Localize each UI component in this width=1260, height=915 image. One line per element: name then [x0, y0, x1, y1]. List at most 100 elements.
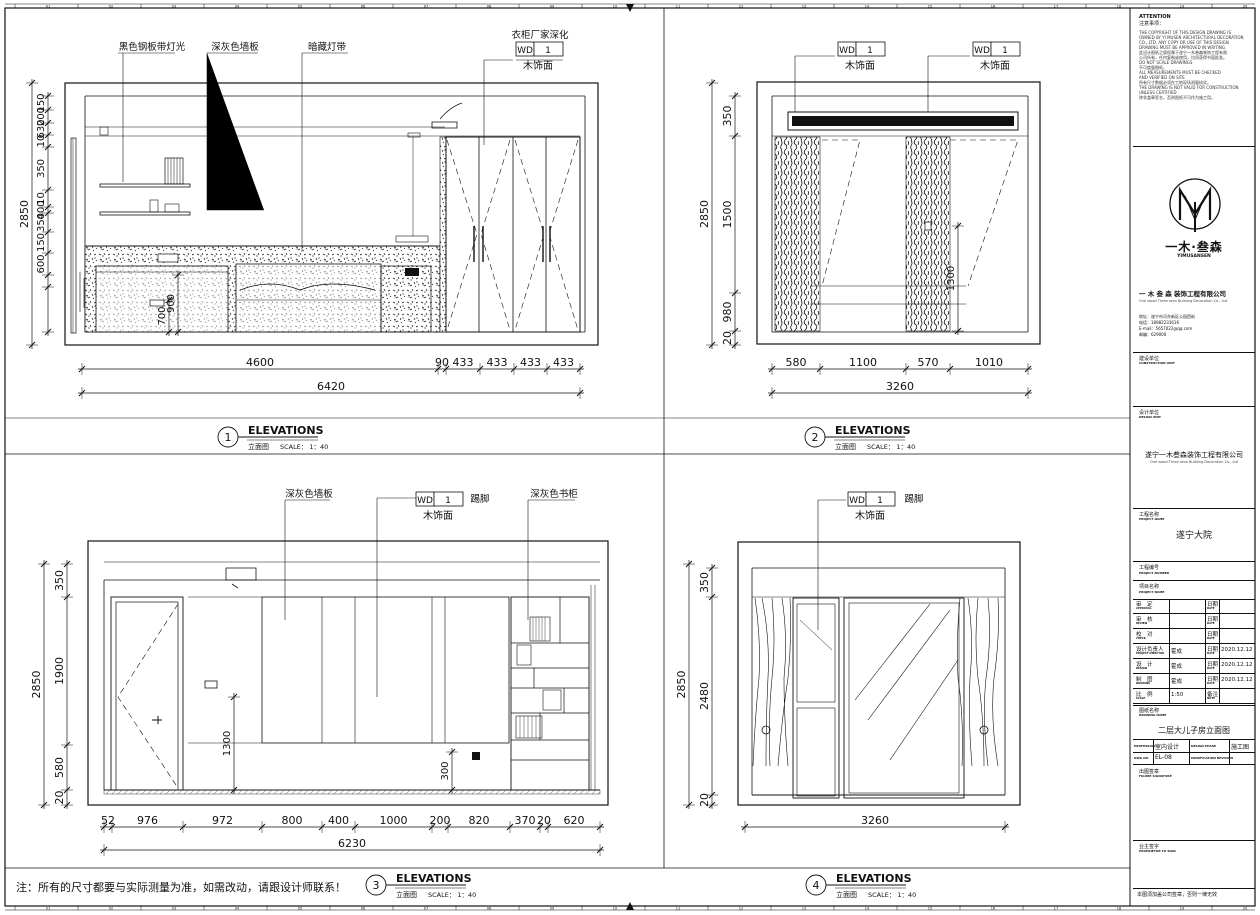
dimension-label: 620 — [564, 814, 585, 827]
ruler-number: 16 — [991, 5, 995, 9]
center-mark-top — [626, 4, 634, 12]
signoff-date-label: 日期 — [1207, 632, 1219, 638]
contact-line: 邮编：629000 — [1139, 332, 1167, 337]
drawing-name: 二层大儿子房立面图 — [1158, 726, 1230, 735]
dimension-label: 433 — [453, 356, 474, 369]
dimension-label: 6230 — [338, 837, 366, 850]
ruler-number: 01 — [46, 5, 50, 9]
sheet-border — [4, 7, 1256, 907]
design-unit-label: 设计单位 — [1139, 410, 1160, 416]
dimension-label: 20 — [53, 791, 66, 805]
contact-line: 电话：18982233616 — [1139, 320, 1179, 325]
project-row-label: 项目名称 — [1139, 584, 1160, 590]
dimension-label: 90 — [435, 356, 449, 369]
dimension-label: 200 — [430, 814, 451, 827]
dimension-label: 350 — [36, 159, 47, 178]
signoff-name: 霍成 — [1171, 679, 1183, 685]
elevation-2 — [756, 55, 1041, 345]
view-number: 1 — [225, 431, 232, 444]
label-skirting: 踢脚 — [904, 494, 923, 505]
material-tag-number: 1 — [1002, 46, 1008, 56]
profession-label: PROFESSION — [1134, 744, 1156, 748]
signoff-date-label: 日期 — [1207, 647, 1219, 653]
logo-text: 一木·叁森 — [1165, 240, 1223, 254]
dimension-label: 580 — [53, 757, 66, 778]
label-dark-grey-panel: 深灰色墙板 — [285, 488, 333, 500]
signoff-date-en: DATE — [1207, 637, 1215, 640]
ruler-number: 06 — [361, 907, 365, 911]
dimension-label: 350 — [721, 106, 734, 127]
drawing-note: 注：所有的尺寸都要与实际测量为准，如需改动，请跟设计师联系！ — [16, 881, 346, 894]
dimension-label: 20 — [698, 793, 711, 807]
label-black-steel-light: 黑色钢板带灯光 — [119, 41, 186, 53]
dimension-label: 630 — [36, 119, 47, 138]
ruler-number: 13 — [802, 907, 806, 911]
phase-value: 施工图 — [1231, 744, 1250, 751]
signoff-en: DESIGN — [1136, 667, 1148, 670]
material-tag-number: 1 — [877, 496, 883, 506]
label-hidden-light-strip: 暗藏灯带 — [308, 41, 347, 53]
dimension-label: 200 — [36, 107, 47, 126]
contact-line: E-mail：5657022@qq.com — [1139, 326, 1193, 331]
ruler-number: 02 — [109, 907, 113, 911]
dimension-label: 350 — [53, 570, 66, 591]
attention-line: 除非盖章签名，否则图纸不可作为施工用。 — [1139, 95, 1215, 100]
material-tag-label: 木饰面 — [855, 509, 885, 522]
signoff-date-label: 备注 — [1207, 692, 1219, 698]
material-tag-code: WD — [517, 46, 533, 56]
company-logo-icon — [1169, 178, 1221, 232]
view-title: ELEVATIONS — [835, 424, 911, 437]
title-block: ATTENTION 注意事项： THE COPYRIGHT OF THIS DE… — [1133, 8, 1255, 906]
dimension-label: 150 — [36, 233, 47, 252]
ruler-number: 08 — [487, 5, 491, 9]
elevation-3 — [87, 497, 609, 806]
dimension-label: 150 — [36, 93, 47, 112]
center-mark-bottom — [626, 902, 634, 910]
ruler-number: 09 — [550, 907, 554, 911]
attention-line: ALL MEASUREMENTS MUST BE CHECKED — [1139, 70, 1221, 75]
view-scale: SCALE： 1：40 — [868, 891, 916, 899]
attention-line: UNLESS CERTIFIED — [1139, 90, 1177, 95]
material-tag-number: 1 — [867, 46, 873, 56]
project-row-label-en: PROJECT NAME — [1139, 590, 1165, 594]
drawing-name-en: DRAWING NAME — [1139, 713, 1167, 717]
dimension-label: 6420 — [317, 380, 345, 393]
view-subtitle: 立面图 — [248, 442, 269, 451]
signoff-date-en: DATE — [1207, 622, 1215, 625]
dimension-label: 20 — [721, 331, 734, 345]
signoff-date: 2020.12.12 — [1221, 677, 1253, 683]
attention-line: 公司所有，任何复制或使用，均须获得书面批准。 — [1139, 55, 1227, 60]
material-tag-code: WD — [974, 46, 990, 56]
signoff-date: 2020.12.12 — [1221, 662, 1253, 668]
material-tag-label: 木饰面 — [845, 59, 875, 72]
dimension-label: 10 — [36, 192, 47, 205]
attention-cn: 注意事项： — [1139, 21, 1165, 27]
design-company-en: One wood Three sens Building Decoration … — [1149, 460, 1239, 464]
view-title: ELEVATIONS — [836, 872, 912, 885]
ruler-number: 13 — [802, 5, 806, 9]
dimension-label: 1100 — [849, 356, 877, 369]
signoff-role: 审 定 — [1136, 602, 1153, 608]
signoff-date-en: DATE — [1207, 682, 1215, 685]
dimension-label: 972 — [212, 814, 233, 827]
label-skirting: 踢脚 — [470, 494, 489, 505]
signature-label: 出图签章 — [1139, 769, 1160, 775]
ruler-number: 03 — [172, 5, 176, 9]
label-dark-grey-bookcase: 深灰色书柜 — [530, 488, 578, 500]
attention-en: ATTENTION — [1139, 14, 1171, 20]
signoff-role: 审 核 — [1136, 617, 1153, 623]
ruler-number: 19 — [1180, 5, 1184, 9]
signoff-date-label: 日期 — [1207, 677, 1219, 683]
